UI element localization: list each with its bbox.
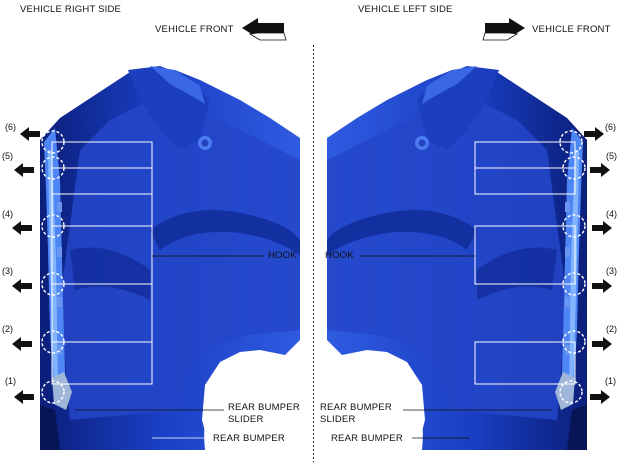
slider-label-left-1: REAR BUMPER bbox=[320, 402, 392, 413]
vehicle-front-label-left: VEHICLE FRONT bbox=[532, 24, 611, 35]
number-2-right: (2) bbox=[2, 324, 13, 334]
number-6-right: (6) bbox=[5, 122, 16, 132]
right-side-bumper-illustration bbox=[40, 66, 300, 450]
hook-callout-right bbox=[51, 141, 153, 385]
number-3-right: (3) bbox=[2, 266, 13, 276]
number-5-right: (5) bbox=[2, 151, 13, 161]
number-4-right: (4) bbox=[2, 209, 13, 219]
number-1-left: (1) bbox=[605, 376, 616, 386]
hook-markers-left bbox=[559, 130, 586, 404]
slider-label-left-2: SLIDER bbox=[320, 414, 356, 425]
right-side-title: VEHICLE RIGHT SIDE bbox=[20, 4, 122, 15]
hook-label-right: HOOK bbox=[268, 250, 297, 261]
removal-arrows-right bbox=[12, 127, 40, 404]
left-side-title: VEHICLE LEFT SIDE bbox=[358, 4, 453, 15]
vehicle-front-label-right: VEHICLE FRONT bbox=[155, 24, 234, 35]
number-4-left: (4) bbox=[606, 209, 617, 219]
left-side-bumper-illustration bbox=[327, 66, 587, 450]
number-3-left: (3) bbox=[606, 266, 617, 276]
rear-bumper-label-left: REAR BUMPER bbox=[331, 433, 403, 444]
rear-bumper-label-right: REAR BUMPER bbox=[213, 433, 285, 444]
number-1-right: (1) bbox=[5, 376, 16, 386]
slider-label-right-1: REAR BUMPER bbox=[228, 402, 300, 413]
number-5-left: (5) bbox=[606, 151, 617, 161]
hook-label-left: HOOK bbox=[325, 250, 354, 261]
slider-label-right-2: SLIDER bbox=[228, 414, 264, 425]
vehicle-front-arrow-icon-left bbox=[482, 18, 525, 41]
vehicle-front-arrow-icon-right bbox=[242, 18, 287, 41]
number-2-left: (2) bbox=[606, 324, 617, 334]
hook-callout-left bbox=[474, 141, 576, 385]
hook-markers-right bbox=[41, 130, 65, 404]
number-6-left: (6) bbox=[605, 122, 616, 132]
